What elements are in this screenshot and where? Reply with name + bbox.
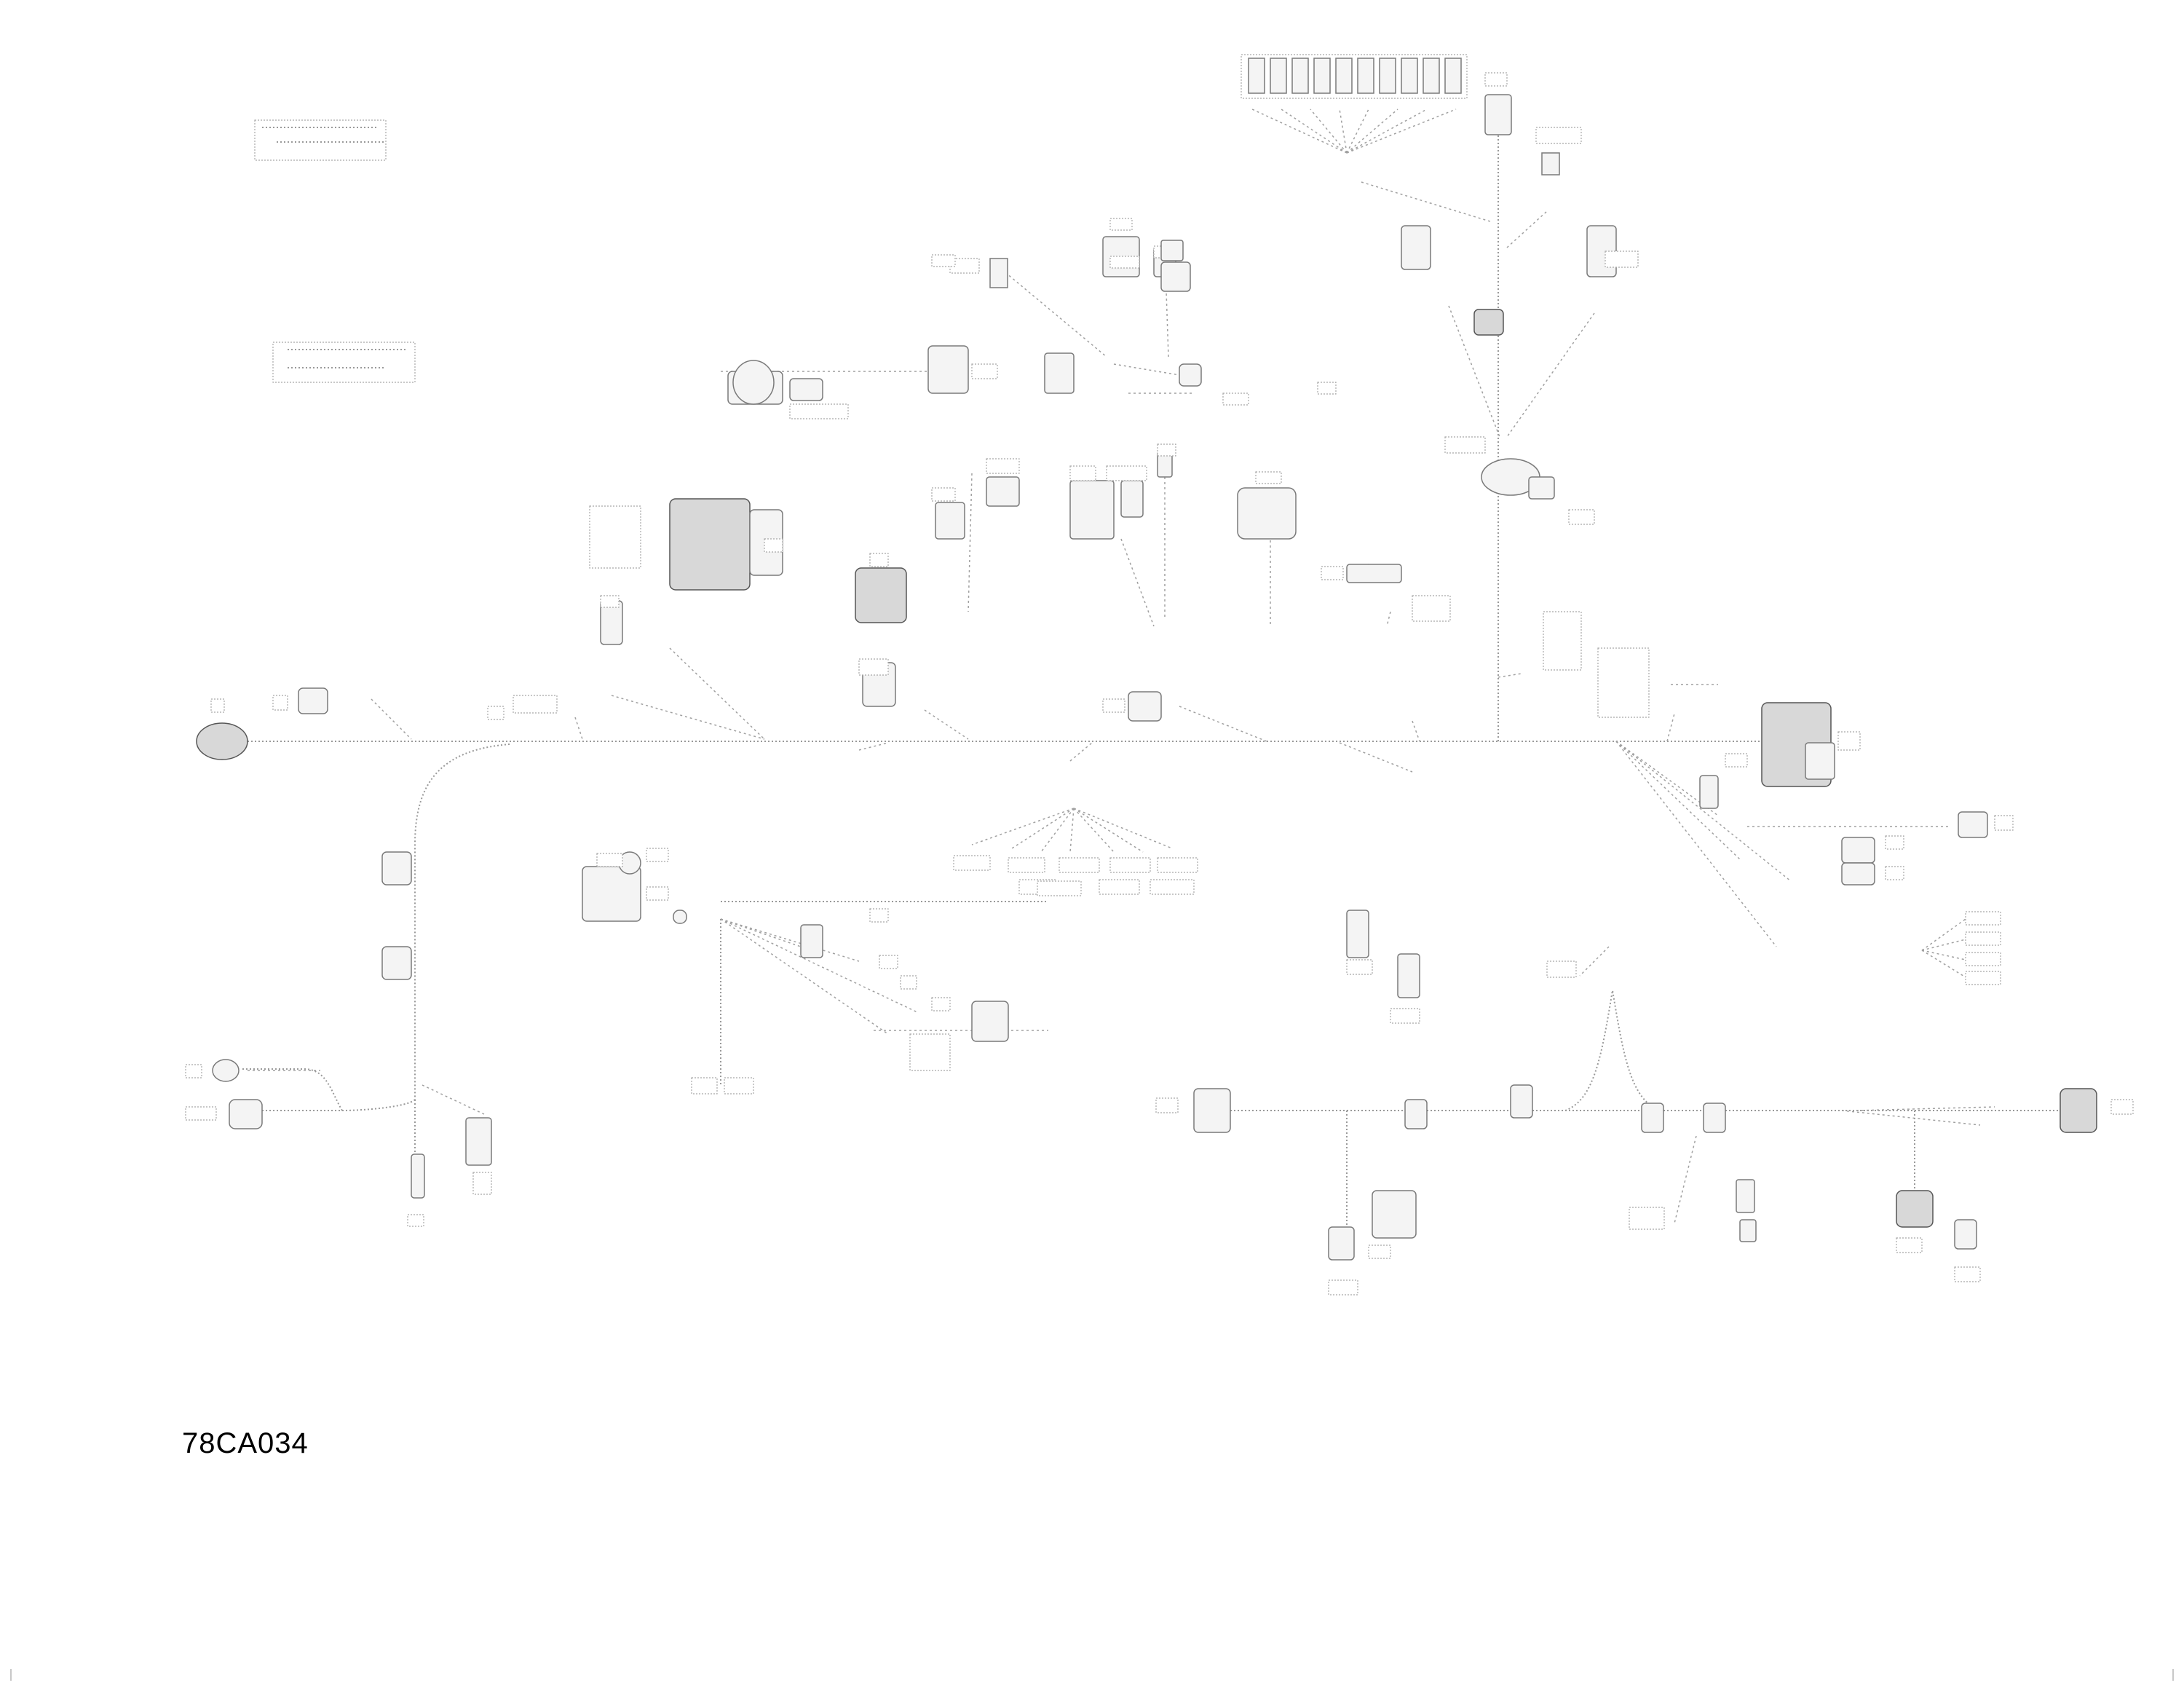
connectors <box>185 54 2134 1295</box>
corner-mark-bottom-left <box>10 1669 12 1681</box>
corner-mark-bottom-right <box>2172 1669 2174 1681</box>
leader-lines <box>248 109 1995 1224</box>
diagram-code: 78CA034 <box>182 1427 309 1459</box>
